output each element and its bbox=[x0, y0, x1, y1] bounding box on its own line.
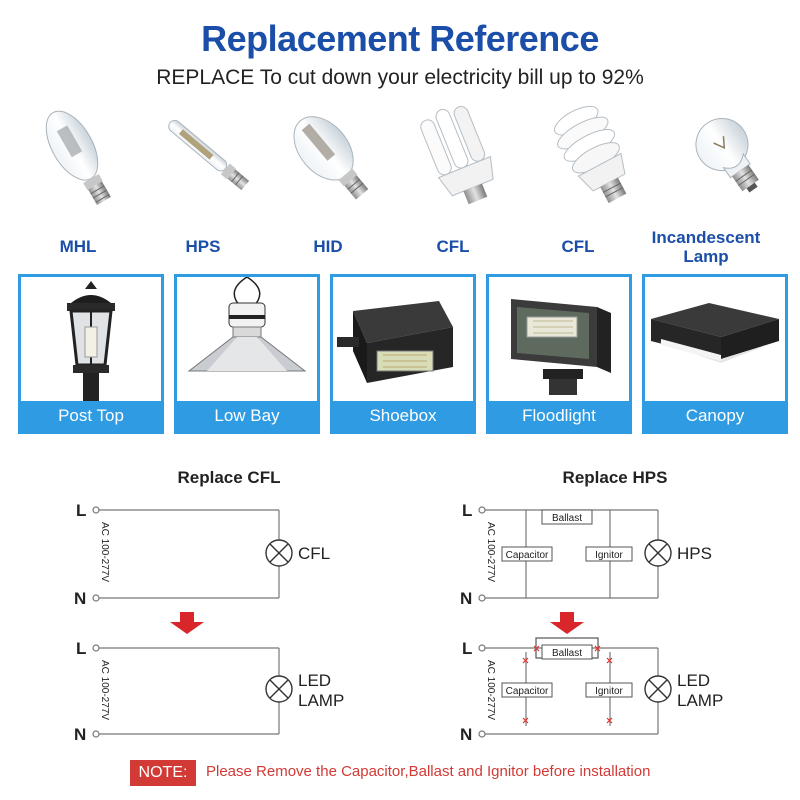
fixture-label-low-bay: Low Bay bbox=[177, 401, 317, 431]
hps-before-load-label: HPS bbox=[677, 544, 712, 563]
hps-after-ballast-label: Ballast bbox=[552, 648, 582, 659]
cfl-after-neutral-label: N bbox=[74, 725, 86, 744]
fixture-label-shoebox: Shoebox bbox=[333, 401, 473, 431]
cfl-after-load-label-1: LED bbox=[298, 671, 331, 690]
page-title: Replacement Reference bbox=[201, 18, 599, 59]
low-bay-lamp-icon bbox=[187, 277, 307, 372]
hps-after-load-label-1: LED bbox=[677, 671, 710, 690]
hps-before-ignitor-label: Ignitor bbox=[595, 550, 623, 561]
cfl-before-load-label: CFL bbox=[298, 544, 330, 563]
note-text: Please Remove the Capacitor,Ballast and … bbox=[206, 763, 651, 780]
canopy-lamp-icon bbox=[651, 303, 779, 363]
cfl-before-voltage: AC 100-277V bbox=[99, 522, 110, 582]
replace-hps-title: Replace HPS bbox=[562, 468, 668, 487]
cut-mark-icons bbox=[522, 645, 613, 724]
hid-bulb-icon bbox=[293, 116, 369, 200]
fixture-floodlight: Floodlight bbox=[486, 274, 632, 434]
cfl-spiral-bulb-icon bbox=[554, 105, 627, 204]
down-arrow-icon bbox=[170, 612, 204, 634]
hps-after-load-label-2: LAMP bbox=[677, 691, 723, 710]
fixture-canopy: Canopy bbox=[642, 274, 788, 434]
down-arrow-icon bbox=[550, 612, 584, 634]
fixture-low-bay: Low Bay bbox=[174, 274, 320, 434]
replace-cfl-title: Replace CFL bbox=[177, 468, 281, 487]
fixture-label-canopy: Canopy bbox=[645, 401, 785, 431]
bulb-row bbox=[0, 96, 800, 216]
hps-before-voltage: AC 100-277V bbox=[485, 522, 496, 582]
lamp-label-cfl-1: CFL bbox=[436, 237, 470, 256]
hps-after-ballast-box bbox=[541, 644, 593, 660]
note-badge: NOTE: bbox=[130, 760, 196, 786]
hps-before-neutral-label: N bbox=[460, 589, 472, 608]
hps-after-ignitor-box bbox=[585, 682, 633, 698]
mhl-bulb-icon bbox=[45, 110, 111, 206]
cfl-after-voltage: AC 100-277V bbox=[99, 660, 110, 720]
hps-after-line-label: L bbox=[462, 639, 472, 658]
hps-before-ignitor-box bbox=[585, 546, 633, 562]
fixture-row: Post Top Low Bay Shoebox bbox=[0, 274, 800, 434]
replace-hps-diagram: Replace HPS Ballast Capacitor Ignitor L … bbox=[450, 462, 780, 752]
hps-after-neutral-label: N bbox=[460, 725, 472, 744]
hps-before-ballast-label: Ballast bbox=[552, 513, 582, 524]
shoebox-lamp-icon bbox=[337, 301, 453, 383]
hps-before-ballast-box bbox=[541, 509, 593, 525]
lamp-label-row: MHL HPS HID CFL CFL Incandescent Lamp bbox=[0, 228, 800, 276]
lamp-label-incandescent: Incandescent Lamp bbox=[651, 228, 761, 266]
lamp-label-hid: HID bbox=[313, 237, 343, 256]
hps-after-capacitor-label: Capacitor bbox=[506, 686, 549, 697]
fixture-label-floodlight: Floodlight bbox=[489, 401, 629, 431]
cfl-before-load-icon bbox=[265, 539, 293, 567]
post-top-lamp-icon bbox=[67, 281, 115, 405]
lamp-label-hps: HPS bbox=[185, 237, 221, 256]
hps-after-load-icon bbox=[644, 675, 672, 703]
hps-after-capacitor-box bbox=[501, 682, 553, 698]
cfl-after-load-icon bbox=[265, 675, 293, 703]
hps-before-capacitor-label: Capacitor bbox=[506, 550, 549, 561]
lamp-label-mhl: MHL bbox=[59, 237, 97, 256]
hps-before-line-label: L bbox=[462, 501, 472, 520]
hps-before-load-icon bbox=[644, 539, 672, 567]
lamp-label-cfl-2: CFL bbox=[561, 237, 595, 256]
page-subtitle: REPLACE To cut down your electricity bil… bbox=[156, 66, 644, 89]
cfl-before-line-label: L bbox=[76, 501, 86, 520]
incandescent-bulb-icon bbox=[695, 118, 759, 193]
replace-cfl-diagram: Replace CFL L N AC 100-277V CFL bbox=[64, 462, 394, 752]
cfl-before-neutral-label: N bbox=[74, 589, 86, 608]
cfl-u-bulb-icon bbox=[420, 105, 494, 205]
hps-before-capacitor-box bbox=[501, 546, 553, 562]
hps-bulb-icon bbox=[168, 119, 250, 191]
cfl-after-line-label: L bbox=[76, 639, 86, 658]
fixture-shoebox: Shoebox bbox=[330, 274, 476, 434]
floodlight-lamp-icon bbox=[511, 299, 611, 395]
hps-after-voltage: AC 100-277V bbox=[485, 660, 496, 720]
fixture-label-post-top: Post Top bbox=[21, 401, 161, 431]
hps-after-ignitor-label: Ignitor bbox=[595, 686, 623, 697]
cfl-after-load-label-2: LAMP bbox=[298, 691, 344, 710]
fixture-post-top: Post Top bbox=[18, 274, 164, 434]
